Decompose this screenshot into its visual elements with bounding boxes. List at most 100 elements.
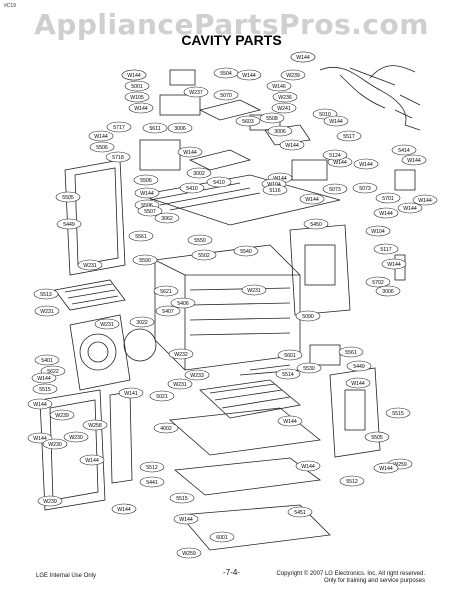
callout-text: W232 bbox=[174, 352, 188, 358]
callout-bubble bbox=[272, 91, 298, 103]
callout-text: 5512 bbox=[146, 465, 158, 471]
callout-label: 5512 bbox=[139, 461, 165, 473]
callout-text: W144 bbox=[301, 464, 315, 470]
callout-bubble bbox=[167, 122, 193, 134]
callout-bubble bbox=[139, 476, 165, 488]
callout-label: W230 bbox=[42, 438, 68, 450]
callout-text: 3006 bbox=[274, 129, 286, 135]
callout-label: 5406 bbox=[170, 297, 196, 309]
callout-bubble bbox=[303, 218, 329, 230]
callout-text: W144 bbox=[33, 436, 47, 442]
callout-bubble bbox=[149, 390, 175, 402]
callout-bubble bbox=[213, 89, 239, 101]
callout-label: 3002 bbox=[186, 167, 212, 179]
callout-bubble bbox=[275, 368, 301, 380]
callout-label: 5450 bbox=[303, 218, 329, 230]
callout-text: 5451 bbox=[294, 510, 306, 516]
callout-label: W144 bbox=[323, 115, 349, 127]
callout-text: 5507 bbox=[144, 209, 156, 215]
callout-bubble bbox=[133, 174, 159, 186]
callout-text: 5021 bbox=[156, 394, 168, 400]
callout-bubble bbox=[373, 207, 399, 219]
callout-bubble bbox=[364, 431, 390, 443]
callout-text: W230 bbox=[43, 499, 57, 505]
callout-label: W144 bbox=[373, 207, 399, 219]
callout-bubble bbox=[105, 151, 131, 163]
callout-label: 5073 bbox=[352, 182, 378, 194]
callout-text: 5512 bbox=[346, 479, 358, 485]
callout-bubble bbox=[346, 360, 372, 372]
callout-label: W144 bbox=[173, 513, 199, 525]
callout-text: 5450 bbox=[310, 222, 322, 228]
callout-text: W144 bbox=[403, 206, 417, 212]
callout-label: 5505 bbox=[55, 191, 81, 203]
callout-bubble bbox=[295, 310, 321, 322]
callout-bubble bbox=[184, 369, 210, 381]
callout-text: W144 bbox=[418, 198, 432, 204]
callout-bubble bbox=[63, 431, 89, 443]
callout-label: 5514 bbox=[275, 368, 301, 380]
callout-text: 5407 bbox=[162, 309, 174, 315]
callout-text: W144 bbox=[134, 106, 148, 112]
callout-bubble bbox=[233, 245, 259, 257]
callout-label: 5701 bbox=[375, 192, 401, 204]
callout-label: 5550 bbox=[187, 234, 213, 246]
callout-label: W231 bbox=[167, 378, 193, 390]
door-inner-frame bbox=[64, 159, 126, 276]
callout-label: W144 bbox=[236, 69, 262, 81]
callout-bubble bbox=[128, 230, 154, 242]
callout-label: 3062 bbox=[154, 212, 180, 224]
callout-label: 5073 bbox=[322, 183, 348, 195]
callout-text: 5601 bbox=[284, 353, 296, 359]
callout-bubble bbox=[55, 191, 81, 203]
callout-bubble bbox=[345, 377, 371, 389]
callout-bubble bbox=[266, 80, 292, 92]
callout-label: W144 bbox=[295, 460, 321, 472]
callout-label: 5561 bbox=[128, 230, 154, 242]
callout-label: 5561 bbox=[338, 346, 364, 358]
callout-bubble bbox=[209, 531, 235, 543]
callout-text: W144 bbox=[117, 507, 131, 513]
callout-bubble bbox=[173, 513, 199, 525]
callout-bubble bbox=[397, 202, 423, 214]
callout-label: W144 bbox=[27, 398, 53, 410]
callout-label: W239 bbox=[280, 69, 306, 81]
callout-label: 4002 bbox=[153, 422, 179, 434]
callout-label: 5117 bbox=[373, 243, 399, 255]
callout-text: W104 bbox=[371, 229, 385, 235]
callout-text: 5414 bbox=[398, 148, 410, 154]
callout-text: 5116 bbox=[269, 188, 280, 194]
callout-text: 5449 bbox=[353, 364, 365, 370]
callout-label: W258 bbox=[82, 419, 108, 431]
callout-label: 5530 bbox=[296, 362, 322, 374]
callout-bubble bbox=[267, 125, 293, 137]
callout-bubble bbox=[177, 146, 203, 158]
callout-text: W144 bbox=[329, 119, 343, 125]
callout-text: 5506 bbox=[140, 178, 152, 184]
callout-bubble bbox=[170, 297, 196, 309]
callout-label: W144 bbox=[279, 139, 305, 151]
callout-text: 5505 bbox=[371, 435, 383, 441]
callout-label: W144 bbox=[277, 415, 303, 427]
callout-text: W259 bbox=[393, 462, 407, 468]
callout-bubble bbox=[352, 182, 378, 194]
callout-label: W231 bbox=[77, 259, 103, 271]
callout-label: W144 bbox=[412, 194, 438, 206]
callout-label: W144 bbox=[397, 202, 423, 214]
callout-text: 5515 bbox=[392, 411, 404, 417]
callout-label: 5504 bbox=[213, 67, 239, 79]
callout-text: W144 bbox=[359, 162, 373, 168]
callout-label: W144 bbox=[299, 193, 325, 205]
callout-text: 5117 bbox=[380, 247, 391, 253]
callout-bubble bbox=[290, 51, 316, 63]
callout-text: 5410 bbox=[213, 180, 225, 186]
callout-bubble bbox=[153, 285, 179, 297]
callout-text: 5073 bbox=[329, 187, 341, 193]
callout-bubble bbox=[49, 409, 75, 421]
callout-text: 5701 bbox=[382, 196, 394, 202]
callout-label: W144 bbox=[88, 130, 114, 142]
callout-label: 5507 bbox=[137, 205, 163, 217]
callout-text: 3006 bbox=[382, 289, 394, 295]
callout-text: 5406 bbox=[177, 301, 189, 307]
